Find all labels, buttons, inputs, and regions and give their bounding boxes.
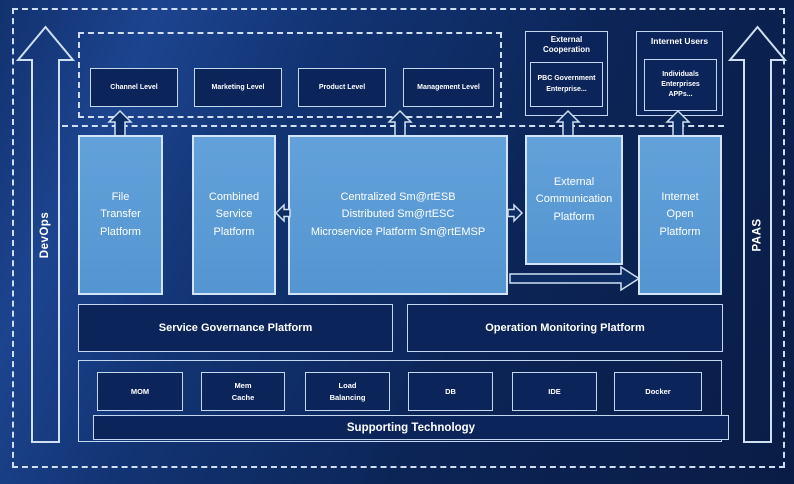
supporting-technology-group (78, 360, 722, 442)
db-box: DB (408, 372, 493, 411)
paas-rail: PAAS (730, 27, 785, 442)
external-cooperation-title: External Cooperation (542, 35, 591, 55)
devops-rail-label: DevOps (39, 211, 52, 258)
combined-service-platform-label: Combined Service Platform (208, 191, 260, 238)
docker-box: Docker (614, 372, 702, 411)
product-level-label: Product Level (318, 84, 366, 91)
business-levels-group (78, 32, 502, 118)
internet-users-members-box: Individuals Enterprises APPs... (644, 59, 717, 111)
channel-level-label: Channel Level (110, 84, 158, 91)
mem-cache-box: Mem Cache (201, 372, 285, 411)
paas-up-arrow-icon (727, 25, 788, 443)
load-balancing-label: Load Balancing (329, 381, 366, 402)
esb-platform-box: Centralized Sm@rtESB Distributed Sm@rtES… (288, 135, 508, 295)
internet-open-platform-box: Internet Open Platform (638, 135, 722, 295)
operation-monitoring-platform-box: Operation Monitoring Platform (407, 304, 723, 352)
file-transfer-platform-label: File Transfer Platform (100, 191, 141, 238)
supporting-technology-bar: Supporting Technology (93, 415, 729, 440)
up-arrow-esb-icon (387, 109, 413, 139)
ide-box: IDE (512, 372, 597, 411)
file-transfer-platform-box: File Transfer Platform (78, 135, 163, 295)
external-cooperation-box: External Cooperation PBC Government Ente… (525, 31, 608, 116)
ide-label: IDE (548, 386, 561, 396)
external-cooperation-members: PBC Government Enterprise... (537, 75, 596, 93)
docker-label: Docker (645, 386, 671, 396)
external-cooperation-members-box: PBC Government Enterprise... (530, 62, 603, 107)
mem-cache-label: Mem Cache (231, 381, 255, 402)
diagram-boundary (12, 8, 785, 468)
devops-rail: DevOps (18, 27, 73, 442)
up-arrow-internet-open-icon (665, 109, 691, 139)
internet-users-box: Internet Users Individuals Enterprises A… (636, 31, 723, 116)
db-label: DB (445, 386, 456, 396)
external-communication-platform-label: External Communication Platform (535, 176, 613, 223)
load-balancing-box: Load Balancing (305, 372, 390, 411)
paas-rail-label: PAAS (751, 217, 764, 252)
marketing-level-label: Marketing Level (211, 84, 265, 91)
up-arrow-file-transfer-icon (107, 109, 133, 139)
management-level-box: Management Level (403, 68, 494, 107)
internet-users-title: Internet Users (650, 36, 709, 46)
up-arrow-external-communication-icon (555, 109, 581, 139)
mom-box: MOM (97, 372, 183, 411)
arrow-left-to-combined-service-icon (274, 203, 291, 223)
internet-users-members: Individuals Enterprises APPs... (661, 70, 700, 99)
product-level-box: Product Level (298, 68, 386, 107)
external-communication-platform-box: External Communication Platform (525, 135, 623, 265)
esb-platform-label: Centralized Sm@rtESB Distributed Sm@rtES… (310, 191, 486, 238)
channel-level-box: Channel Level (90, 68, 178, 107)
mom-label: MOM (130, 386, 150, 396)
layer-separator-line (62, 125, 724, 127)
operation-monitoring-platform-label: Operation Monitoring Platform (485, 322, 645, 334)
marketing-level-box: Marketing Level (194, 68, 282, 107)
devops-up-arrow-icon (15, 25, 76, 443)
service-governance-platform-label: Service Governance Platform (158, 322, 313, 334)
internet-open-platform-label: Internet Open Platform (659, 191, 701, 238)
service-governance-platform-box: Service Governance Platform (78, 304, 393, 352)
management-level-label: Management Level (417, 84, 480, 91)
arrow-esb-to-internet-open-icon (509, 265, 641, 292)
arrow-right-to-external-communication-icon (507, 203, 524, 223)
supporting-technology-label: Supporting Technology (346, 421, 476, 434)
combined-service-platform-box: Combined Service Platform (192, 135, 276, 295)
